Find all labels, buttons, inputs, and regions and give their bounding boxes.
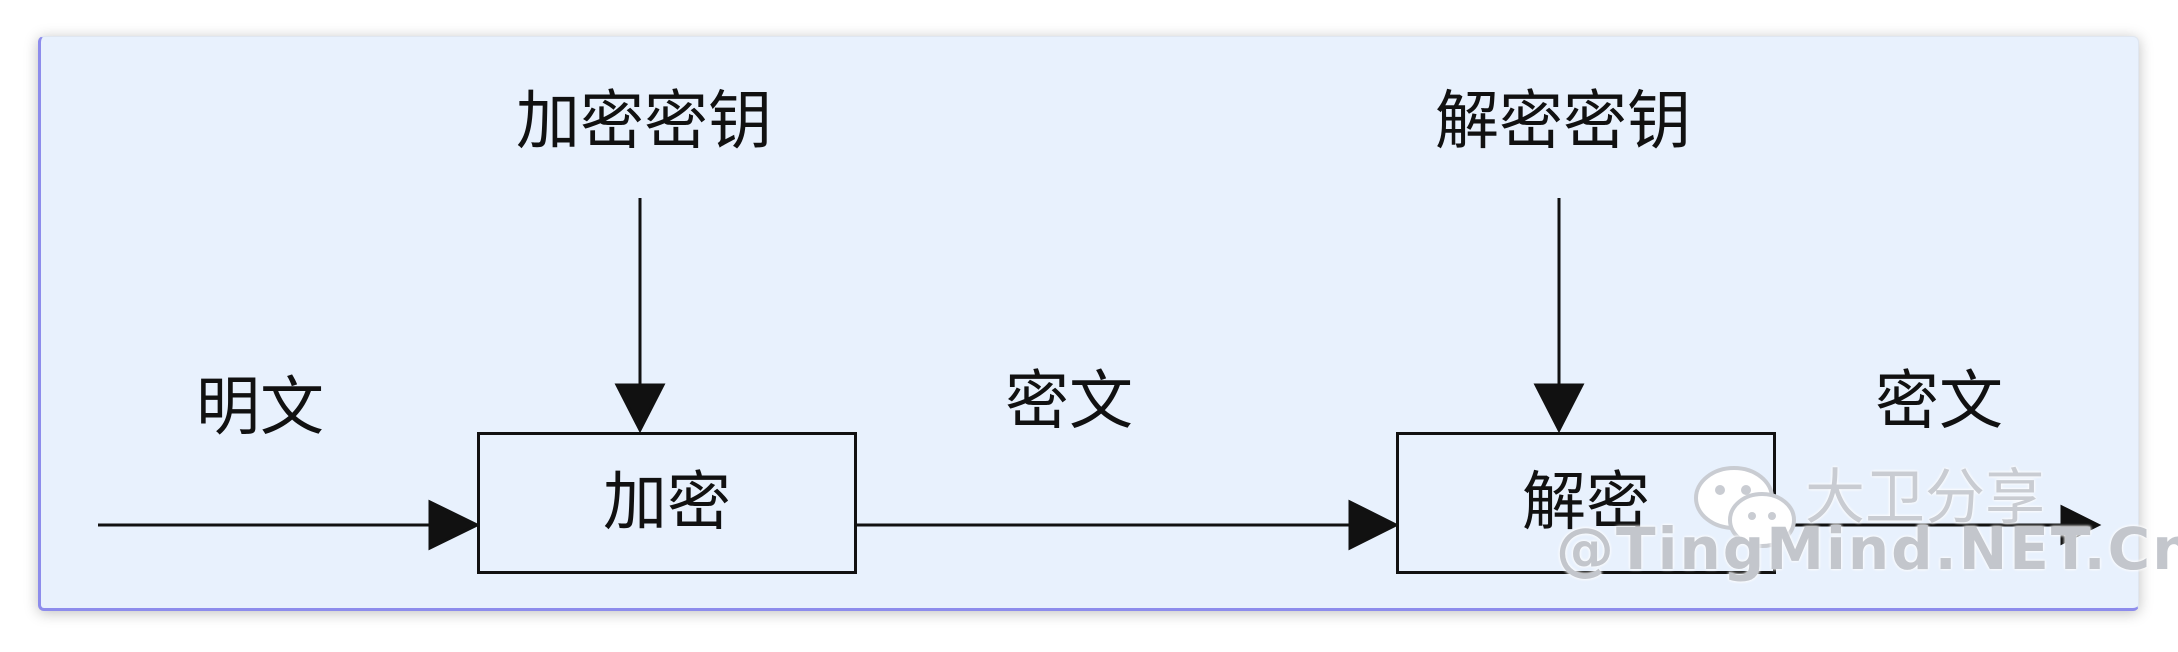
wechat-icon xyxy=(1694,466,1796,548)
encrypt-key-label: 加密密钥 xyxy=(516,85,772,159)
encrypt-box-label: 加密 xyxy=(603,466,731,540)
ciphertext-label-right: 密文 xyxy=(1875,365,2003,439)
decrypt-box-label: 解密 xyxy=(1522,466,1650,540)
ciphertext-label-middle: 密文 xyxy=(1005,365,1133,439)
encrypt-box: 加密 xyxy=(477,432,857,574)
plaintext-arrowhead xyxy=(428,499,481,551)
encrypt-key-arrowhead xyxy=(614,383,666,434)
plaintext-label: 明文 xyxy=(196,371,324,445)
decrypt-key-label: 解密密钥 xyxy=(1435,85,1691,159)
ciphertext-arrowhead xyxy=(1348,499,1400,551)
watermark-site: @TingMind.NET.Cn xyxy=(1556,515,2178,583)
decrypt-key-arrowhead xyxy=(1533,383,1585,434)
watermark-name: 大卫分享 xyxy=(1805,463,2045,533)
output-arrowhead xyxy=(2060,504,2102,546)
